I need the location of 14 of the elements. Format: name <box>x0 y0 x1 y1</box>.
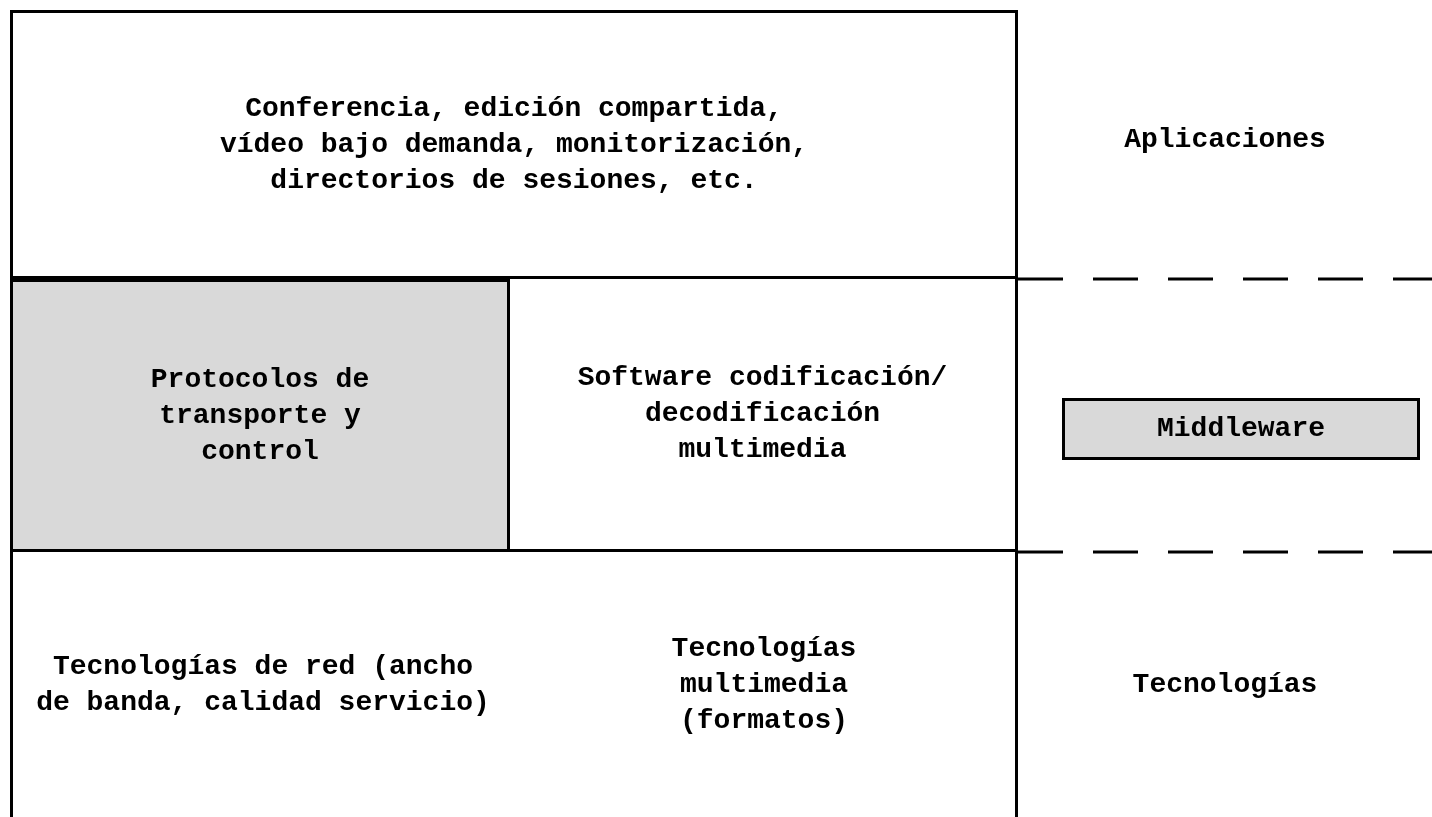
layer-label: Tecnologías de red (ancho de banda, calidad servicio) <box>35 649 491 720</box>
layer-name: Tecnologías <box>1131 668 1319 702</box>
layer-box <box>10 552 513 817</box>
layer-label: Tecnologías multimedia (formatos) <box>670 631 858 738</box>
layer-box <box>1062 398 1420 460</box>
layer-label: Conferencia, edición compartida, vídeo bajo demanda, monitorización, directorios de sesiones, etc. <box>218 91 810 198</box>
layer-label: Software codificación/ decodificación multimedia <box>576 361 949 467</box>
layer-label: Protocolos de transporte y control <box>149 362 371 469</box>
layer-name: Aplicaciones <box>1123 123 1327 157</box>
layer-box <box>510 279 1018 552</box>
layer-label: Middleware <box>1157 412 1325 446</box>
layer-box <box>10 279 510 552</box>
layer-box <box>513 552 1018 817</box>
layer-box <box>10 10 1018 279</box>
